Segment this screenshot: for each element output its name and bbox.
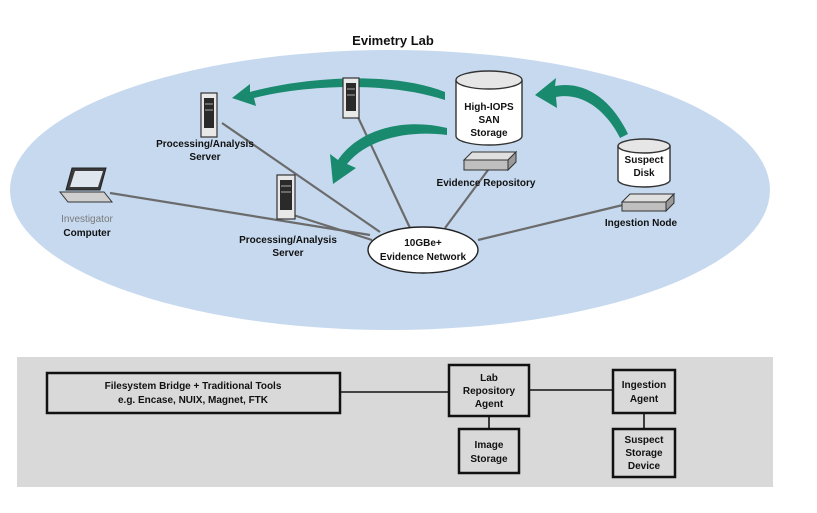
diagram-title: Evimetry Lab xyxy=(352,33,434,48)
storage-device-icon xyxy=(620,193,676,203)
arrow-san-to-server-left xyxy=(232,78,445,106)
san-label-1: High-IOPS xyxy=(464,102,514,113)
evidence-network: 10GBe+ Evidence Network xyxy=(367,226,479,274)
bridge-label-2: e.g. Encase, NUIX, Magnet, FTK xyxy=(118,395,269,406)
network-label-1: 10GBe+ xyxy=(404,238,442,249)
suspect-disk-label-1: Suspect xyxy=(625,155,665,166)
arrow-san-to-server-center xyxy=(330,124,447,184)
link-repository xyxy=(444,169,489,229)
investigator-label-1: Investigator xyxy=(61,214,113,225)
san-label-2: SAN xyxy=(478,115,499,126)
link-investigator xyxy=(109,191,371,237)
san-storage: High-IOPS SAN Storage xyxy=(455,70,523,146)
bridge-box: Filesystem Bridge + Traditional Tools e.… xyxy=(45,371,342,415)
stack-connectors xyxy=(340,389,645,429)
image-storage-label-2: Storage xyxy=(470,454,508,465)
repo-agent-label-3: Agent xyxy=(475,399,504,410)
network-ellipse xyxy=(367,226,479,274)
evidence-repository-label: Evidence Repository xyxy=(437,178,536,189)
repo-agent-label-2: Repository xyxy=(463,386,516,397)
flow-arrows xyxy=(232,78,628,184)
server-center: Processing/Analysis Server xyxy=(239,174,337,259)
network-label-2: Evidence Network xyxy=(380,252,467,263)
investigator-label-2: Computer xyxy=(63,228,110,239)
suspect-disk-label-2: Disk xyxy=(633,168,655,179)
link-server-top xyxy=(356,114,411,229)
lab-ellipse xyxy=(10,50,770,330)
suspect-device-label-1: Suspect xyxy=(625,435,665,446)
evidence-repository: Evidence Repository xyxy=(437,150,536,189)
repo-agent-label-1: Lab xyxy=(480,373,498,384)
san-label-3: Storage xyxy=(470,128,508,139)
link-server-left xyxy=(221,122,381,233)
server-icon-panel xyxy=(204,98,214,128)
suspect-device-label-3: Device xyxy=(628,461,661,472)
image-storage-box: Image Storage xyxy=(457,427,521,475)
server-center-label-2: Server xyxy=(272,248,303,259)
ingestion-agent-box: Ingestion Agent xyxy=(611,368,677,415)
ingestion-node: Ingestion Node xyxy=(605,192,678,229)
suspect-disk: Suspect Disk xyxy=(617,138,671,188)
network-links xyxy=(109,114,628,242)
server-left-label-1: Processing/Analysis xyxy=(156,139,254,150)
link-server-center xyxy=(289,212,373,242)
lab-repository-agent-box: Lab Repository Agent xyxy=(447,363,531,418)
suspect-storage-device-box: Suspect Storage Device xyxy=(611,427,677,479)
server-left-label-2: Server xyxy=(189,152,220,163)
suspect-device-label-2: Storage xyxy=(625,448,663,459)
server-top xyxy=(342,77,360,119)
arrow-suspect-to-san xyxy=(535,78,628,138)
disk-icon xyxy=(617,146,671,188)
database-icon xyxy=(455,80,523,146)
link-ingestion xyxy=(477,202,628,242)
investigator-computer: Investigator Computer xyxy=(58,167,114,239)
storage-device-icon xyxy=(462,151,518,161)
image-storage-label-1: Image xyxy=(475,440,504,451)
bridge-label-1: Filesystem Bridge + Traditional Tools xyxy=(105,381,282,392)
server-left: Processing/Analysis Server xyxy=(156,92,254,163)
server-center-label-1: Processing/Analysis xyxy=(239,235,337,246)
ingestion-node-label: Ingestion Node xyxy=(605,218,678,229)
ingestion-agent-label-2: Agent xyxy=(630,394,659,405)
ingestion-agent-label-1: Ingestion xyxy=(622,380,666,391)
